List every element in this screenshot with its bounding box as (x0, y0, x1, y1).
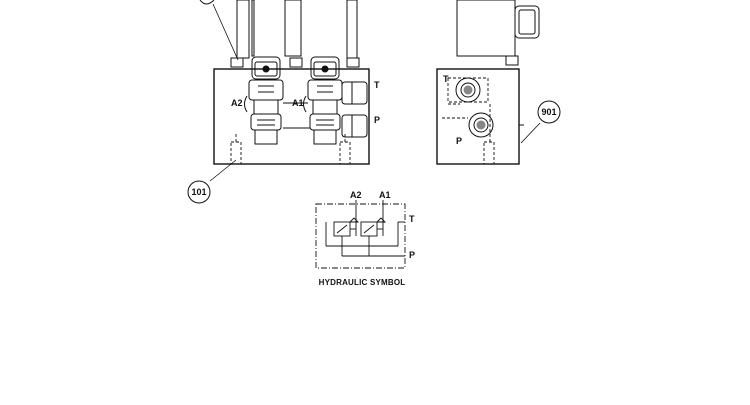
front-upper-stem-right (346, 0, 358, 59)
symbol-valve-left-spring (348, 217, 360, 223)
front-port-t-boss (341, 81, 368, 105)
symbol-label-p: P (409, 250, 415, 260)
front-view (199, 0, 370, 165)
side-manifold-block (436, 68, 520, 165)
side-label-p: P (456, 136, 462, 146)
front-label-t: T (374, 80, 380, 90)
front-label-a2: A2 (231, 98, 243, 108)
symbol-label-a1: A1 (379, 190, 391, 200)
front-hidden-bores (230, 134, 351, 165)
callout-901 (520, 100, 561, 144)
side-port-p-outer (468, 112, 494, 138)
side-connector-inner (518, 9, 536, 35)
front-upper-stem-left (236, 0, 250, 59)
front-port-a2-arc (244, 95, 248, 113)
front-port-p-boss (341, 114, 368, 138)
symbol-valve-left-arrow (336, 224, 348, 234)
side-label-t: T (443, 74, 449, 84)
front-screw-middle (289, 57, 303, 68)
front-upper-rod-left (251, 0, 255, 57)
callout-101-label: 101 (191, 187, 206, 197)
front-screw-left (230, 57, 244, 68)
symbol-valve-right-spring (375, 217, 387, 223)
side-port-t-core (463, 85, 473, 95)
side-port-t-inner (460, 82, 476, 98)
callout-101 (187, 159, 237, 204)
front-port-a1-arc (303, 95, 307, 113)
hydraulic-symbol (315, 200, 406, 269)
symbol-valve-right-arrow (363, 224, 375, 234)
symbol-caption: HYDRAULIC SYMBOL (319, 278, 406, 287)
front-screw-right (346, 57, 360, 68)
front-cartridge-left (248, 56, 284, 145)
callout-leader-top (212, 3, 239, 61)
side-solenoid-connector (514, 5, 540, 39)
side-hidden-passages (442, 77, 495, 165)
front-upper-stem-middle (284, 0, 302, 57)
front-label-p: P (374, 115, 380, 125)
side-port-p-inner (473, 117, 489, 133)
symbol-boundary (315, 203, 406, 269)
side-solenoid-body (456, 0, 516, 57)
symbol-label-t: T (409, 214, 415, 224)
callout-circle-top-partial (199, 0, 215, 5)
side-view (436, 0, 540, 165)
callout-901-label: 901 (541, 107, 556, 117)
front-manifold-block (213, 68, 370, 165)
symbol-label-a2: A2 (350, 190, 362, 200)
front-cartridge-right (307, 56, 343, 145)
side-port-p-core (476, 120, 486, 130)
front-label-a1: A1 (292, 98, 304, 108)
side-screw (505, 55, 519, 66)
